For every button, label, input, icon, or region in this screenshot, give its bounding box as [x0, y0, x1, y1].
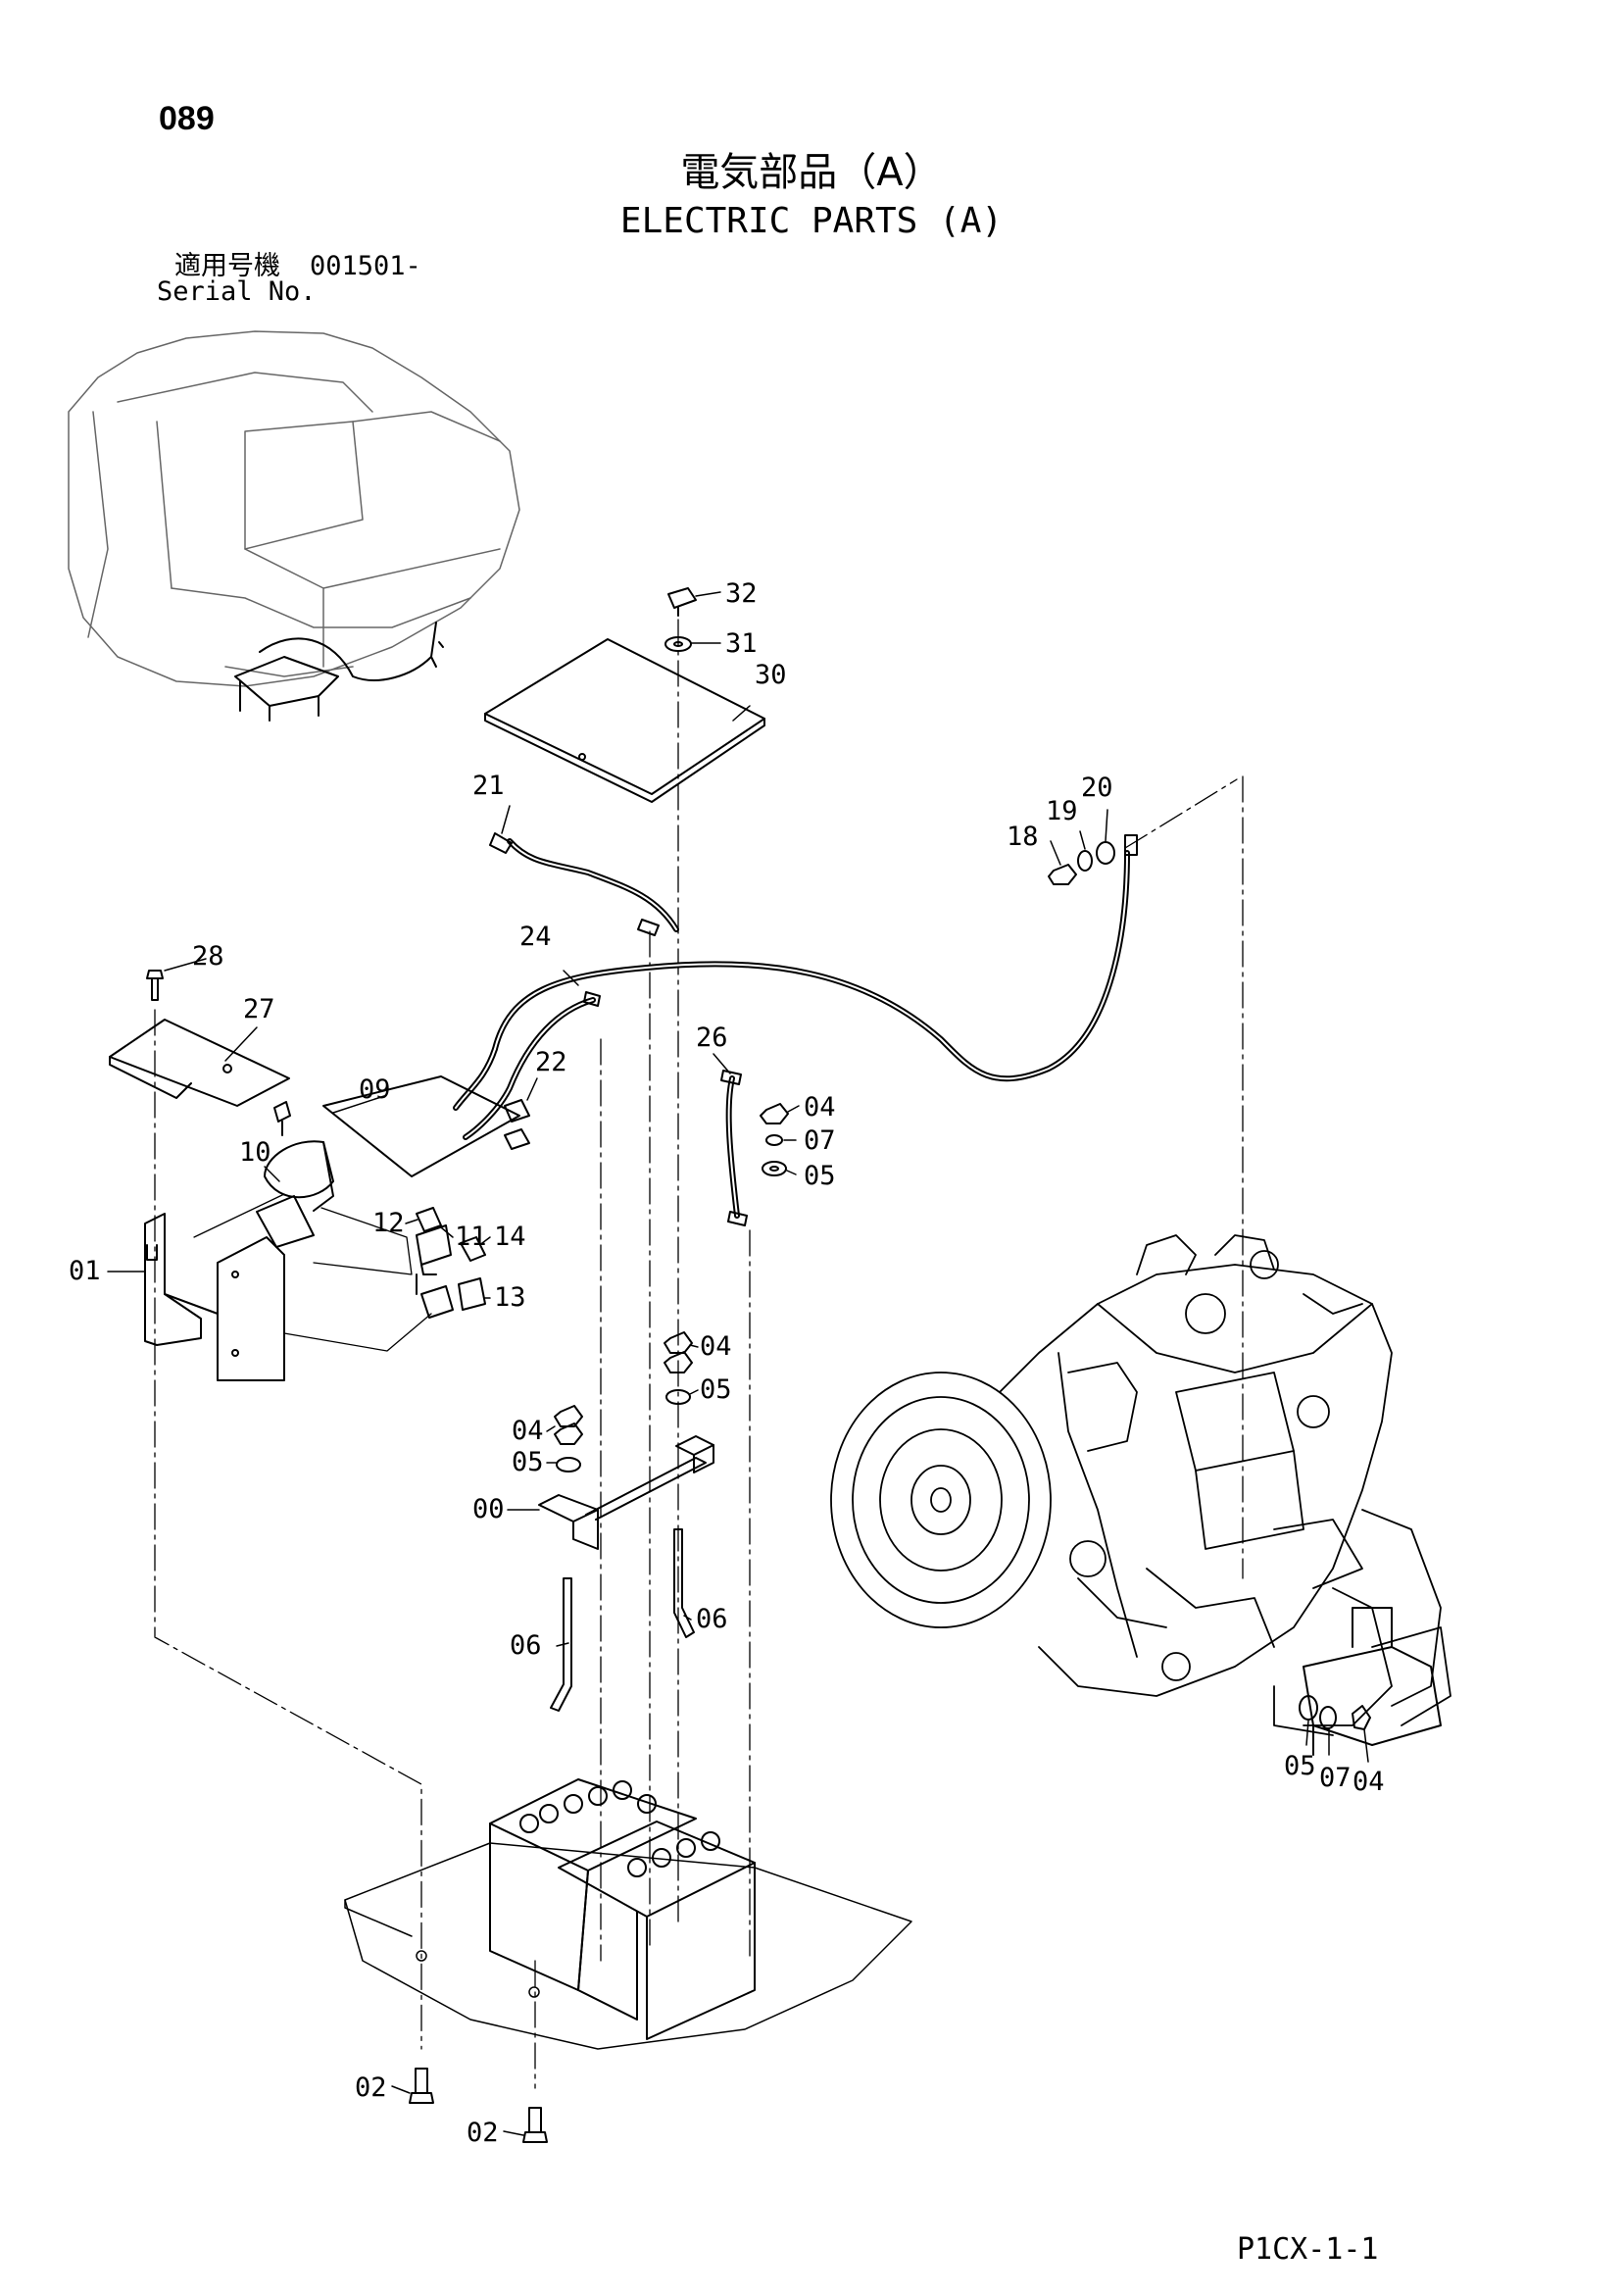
engine-mount-fasteners — [1299, 1695, 1371, 1730]
serial-label-japanese: 適用号機 — [174, 251, 280, 281]
callout-04-engine: 04 — [1352, 1767, 1385, 1797]
engine-assembly — [830, 1234, 1451, 1736]
starter-cable-inner — [465, 999, 594, 1138]
callout-27: 27 — [243, 994, 275, 1024]
page-title-japanese: 電気部品（A） — [680, 150, 943, 195]
callout-07-upper: 07 — [804, 1125, 836, 1156]
serial-value: 001501- — [310, 251, 421, 281]
footer-page-code: P1CX-1-1 — [1237, 2232, 1379, 2267]
callout-06-left: 06 — [510, 1630, 542, 1661]
page-title-english: ELECTRIC PARTS (A) — [619, 201, 1004, 241]
callout-24: 24 — [519, 922, 552, 952]
machine-battery-location-detail — [234, 622, 444, 722]
relay-bolts — [273, 1099, 530, 1150]
batteries — [489, 1778, 756, 2040]
battery-cover-plate — [484, 638, 765, 803]
relay-mounting-panel — [144, 1213, 285, 1381]
wing-nut-hardware — [667, 587, 697, 617]
callout-05-center: 05 — [700, 1374, 732, 1405]
machine-overview-sketch — [68, 330, 520, 687]
callout-12: 12 — [372, 1208, 405, 1238]
callout-30: 30 — [755, 660, 787, 690]
callout-09: 09 — [359, 1074, 391, 1105]
jumper-cable-inner — [727, 1077, 738, 1217]
callout-04-center: 04 — [700, 1331, 732, 1362]
callout-21: 21 — [472, 771, 505, 801]
callout-04-upper: 04 — [804, 1092, 836, 1123]
callout-02-right: 02 — [467, 2118, 499, 2148]
base-plate-bolts — [409, 2068, 548, 2143]
callout-10: 10 — [239, 1137, 271, 1168]
assembly-center-lines — [154, 619, 1244, 2089]
callout-11: 11 — [455, 1222, 487, 1252]
battery-cable — [507, 838, 679, 932]
callout-04-left: 04 — [512, 1416, 544, 1446]
bracket-bolt — [146, 970, 164, 1001]
callout-01: 01 — [69, 1256, 101, 1286]
battery-cable-inner — [509, 840, 677, 930]
callout-05-left: 05 — [512, 1447, 544, 1477]
fastener-stack-left — [554, 1405, 583, 1472]
callout-19: 19 — [1046, 796, 1078, 826]
callout-18: 18 — [1007, 822, 1039, 852]
callout-26: 26 — [696, 1023, 728, 1053]
callout-20: 20 — [1081, 773, 1113, 803]
fastener-stack-center — [664, 1331, 693, 1405]
battery-hold-down-bar — [538, 1435, 714, 1550]
callout-31: 31 — [725, 628, 758, 659]
callout-00: 00 — [472, 1494, 505, 1524]
callout-leader-lines — [107, 591, 1369, 2136]
cable-terminals — [489, 832, 1138, 1226]
callout-02-left: 02 — [355, 2072, 387, 2103]
ground-fasteners — [1048, 841, 1115, 885]
callout-07-engine: 07 — [1319, 1763, 1352, 1793]
ground-cable-inner — [455, 852, 1128, 1109]
page-number: 089 — [159, 100, 215, 137]
callout-06-right: 06 — [696, 1604, 728, 1634]
callout-28: 28 — [192, 941, 224, 972]
battery-base-plate — [344, 1842, 912, 2050]
callout-14: 14 — [494, 1222, 526, 1252]
callout-labels: 32 31 30 21 20 19 18 24 28 27 22 26 09 0… — [69, 578, 1385, 2148]
callout-22: 22 — [535, 1047, 567, 1077]
hold-down-rods — [550, 1528, 695, 1712]
serial-label-english: Serial No. — [157, 276, 317, 307]
engine-mount-bracket — [1303, 1607, 1442, 1756]
fastener-stack-upper — [760, 1103, 789, 1176]
callout-05-engine: 05 — [1284, 1751, 1316, 1781]
callout-32: 32 — [725, 578, 758, 609]
switch-parts — [416, 1207, 486, 1319]
mounting-bracket — [109, 1019, 290, 1107]
switch-wiring — [193, 1193, 432, 1352]
callout-13: 13 — [494, 1282, 526, 1313]
callout-05-upper: 05 — [804, 1161, 836, 1191]
